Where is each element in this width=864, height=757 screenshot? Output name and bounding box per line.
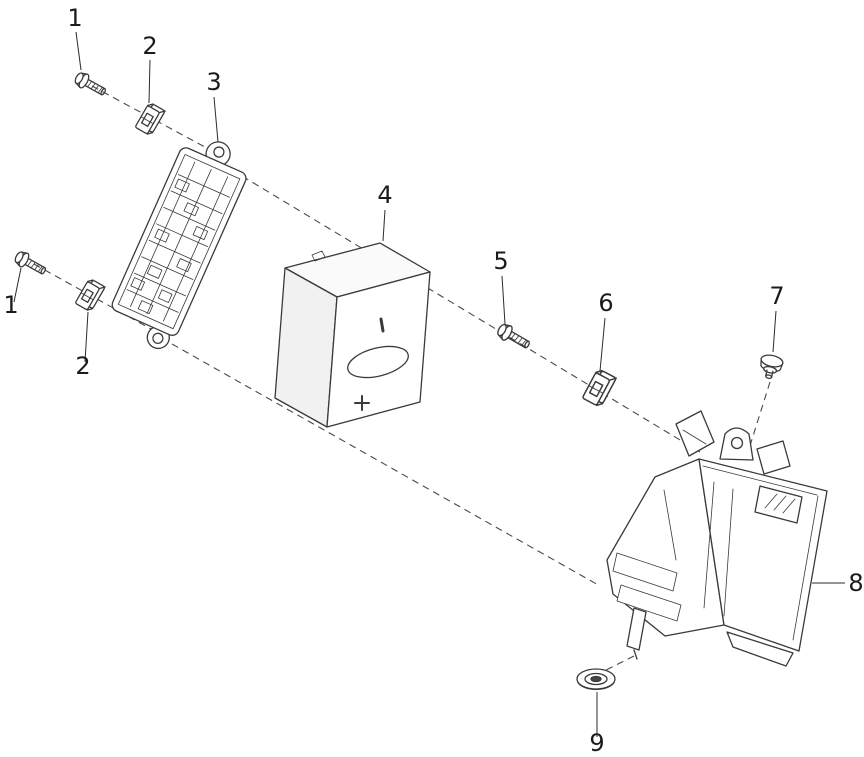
leader-1-top	[75, 31, 82, 71]
leader-3	[213, 96, 219, 143]
callout-1-top: 1	[67, 4, 82, 32]
callout-leader-lines	[13, 31, 845, 737]
callout-labels: 1 2 3 1 2 4 5 6 7 8 9	[3, 4, 863, 757]
part-1-screw-top	[72, 69, 109, 100]
part-2-clip-top	[134, 101, 166, 137]
leader-5	[501, 275, 506, 325]
leader-4	[382, 209, 386, 242]
leader-7	[772, 310, 777, 353]
callout-9: 9	[589, 729, 604, 757]
callout-8: 8	[848, 569, 863, 597]
callout-3: 3	[206, 68, 221, 96]
part-4-control-module	[274, 242, 431, 428]
axis-lower-diagonal-line	[171, 343, 601, 587]
part-8-mount-bracket	[606, 410, 828, 667]
part-7-push-pin	[760, 354, 784, 379]
leader-2-left	[84, 311, 89, 363]
leader-6	[599, 317, 606, 372]
callout-2-left: 2	[75, 352, 90, 380]
part-9-grommet	[576, 668, 616, 691]
leader-2-top	[148, 59, 151, 104]
part-6-clip-right	[581, 367, 617, 409]
axis-grommet-line	[601, 655, 635, 673]
part-5-screw-right	[494, 320, 534, 353]
callout-5: 5	[493, 247, 508, 275]
part-2-clip-left	[74, 277, 106, 313]
callout-4: 4	[377, 181, 392, 209]
callout-7: 7	[769, 282, 784, 310]
callout-6: 6	[598, 289, 613, 317]
callout-1-left: 1	[3, 291, 18, 319]
axis-pushpin-line	[747, 381, 771, 453]
callout-2-top: 2	[142, 32, 157, 60]
part-1-screw-left	[12, 248, 49, 279]
part-3-bracket-plate	[111, 141, 247, 350]
leader-1-left	[13, 267, 22, 303]
